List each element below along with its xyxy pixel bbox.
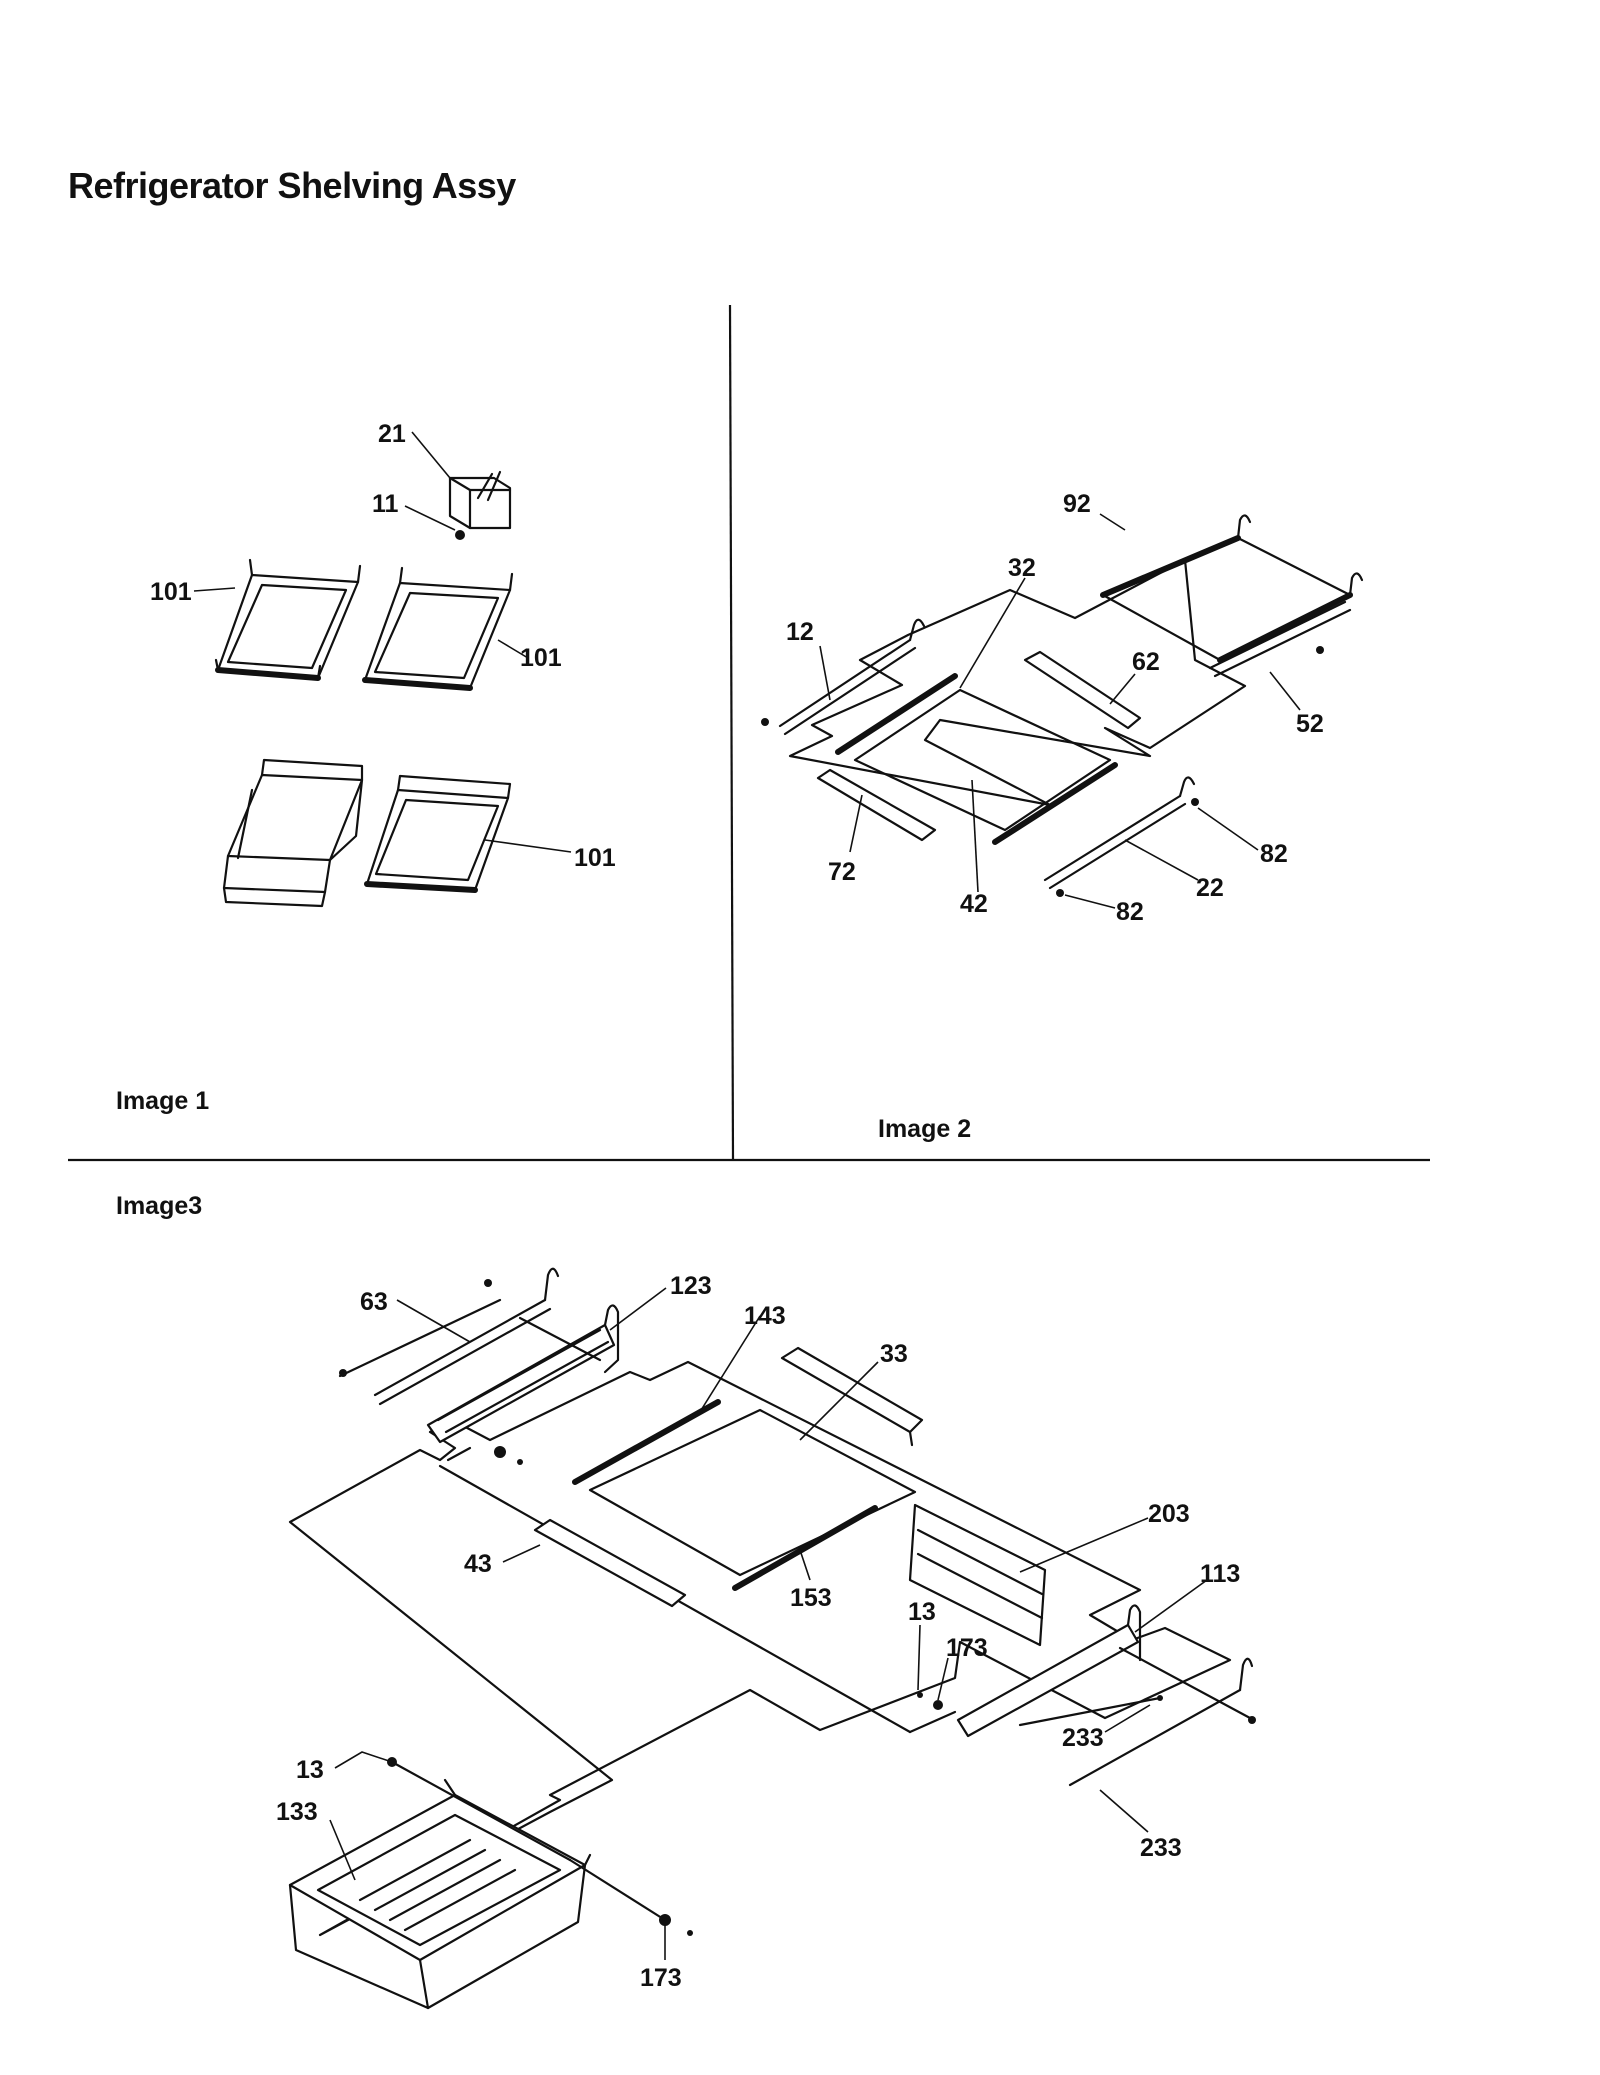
callout-153: 153 <box>790 1584 832 1612</box>
part-shelf-101-top-right <box>362 566 514 691</box>
caption-image-1: Image 1 <box>116 1087 209 1115</box>
callout-173-a: 173 <box>946 1634 988 1662</box>
callout-101-c: 101 <box>574 844 616 872</box>
part-bracket-21 <box>448 470 512 530</box>
part-cover-203 <box>908 1503 1047 1647</box>
callout-62: 62 <box>1132 648 1160 676</box>
callout-42: 42 <box>960 890 988 918</box>
part-rail-52 <box>1208 600 1352 678</box>
callout-203: 203 <box>1148 1500 1190 1528</box>
callout-233-a: 233 <box>1062 1724 1104 1752</box>
callout-43: 43 <box>464 1550 492 1578</box>
callout-32: 32 <box>1008 554 1036 582</box>
part-crisper-bottom-left <box>222 758 364 908</box>
part-trim-33 <box>780 1346 924 1447</box>
part-trim-62 <box>1023 650 1142 730</box>
page-title: Refrigerator Shelving Assy <box>68 165 516 206</box>
panel-divider-vertical <box>728 304 735 1161</box>
part-bracket-123 <box>426 1304 620 1465</box>
callout-22: 22 <box>1196 874 1224 902</box>
callout-173-b: 173 <box>640 1964 682 1992</box>
caption-image-3: Image3 <box>116 1192 202 1220</box>
part-glass-143 <box>572 1399 917 1591</box>
callout-92: 92 <box>1063 490 1091 518</box>
part-shelf-101-top-left <box>214 558 362 681</box>
part-screw-11 <box>455 530 465 540</box>
callout-11: 11 <box>372 490 399 518</box>
assembly-outline <box>788 558 1247 807</box>
part-rail-12 <box>761 618 926 736</box>
callout-12: 12 <box>786 618 814 646</box>
callout-233-b: 233 <box>1140 1834 1182 1862</box>
part-glass-42 <box>835 673 1118 845</box>
part-shelf-92 <box>1100 514 1364 663</box>
part-bracket-113 <box>917 1604 1142 1738</box>
part-rail-63 <box>338 1267 560 1406</box>
callout-72: 72 <box>828 858 856 886</box>
callout-133: 133 <box>276 1798 318 1826</box>
part-trim-72 <box>816 768 937 842</box>
part-rail-233 <box>1018 1646 1256 1787</box>
image-1-parts: 21 11 101 101 101 Image 1 <box>116 420 616 1115</box>
image-2-parts: 92 32 12 62 52 82 72 42 22 82 Image 2 <box>761 490 1364 1143</box>
part-crisper-drawer-133 <box>288 1757 693 2010</box>
callout-101-a: 101 <box>150 578 192 606</box>
callout-82-b: 82 <box>1116 898 1144 926</box>
part-rail-22 <box>1043 776 1199 897</box>
callout-82-a: 82 <box>1260 840 1288 868</box>
image-3-parts: 63 123 143 33 203 43 153 113 13 173 233 … <box>276 1267 1256 2010</box>
callout-63: 63 <box>360 1288 388 1316</box>
caption-image-2: Image 2 <box>878 1115 971 1143</box>
callout-143: 143 <box>744 1302 786 1330</box>
callout-13-a: 13 <box>908 1598 936 1626</box>
callout-33: 33 <box>880 1340 908 1368</box>
callout-21: 21 <box>378 420 406 448</box>
part-trim-43 <box>533 1518 687 1608</box>
part-shelf-101-bottom-right <box>364 774 512 893</box>
callout-123: 123 <box>670 1272 712 1300</box>
callout-13-b: 13 <box>296 1756 324 1784</box>
callout-52: 52 <box>1296 710 1324 738</box>
callout-113: 113 <box>1200 1560 1240 1588</box>
callout-101-b: 101 <box>520 644 562 672</box>
